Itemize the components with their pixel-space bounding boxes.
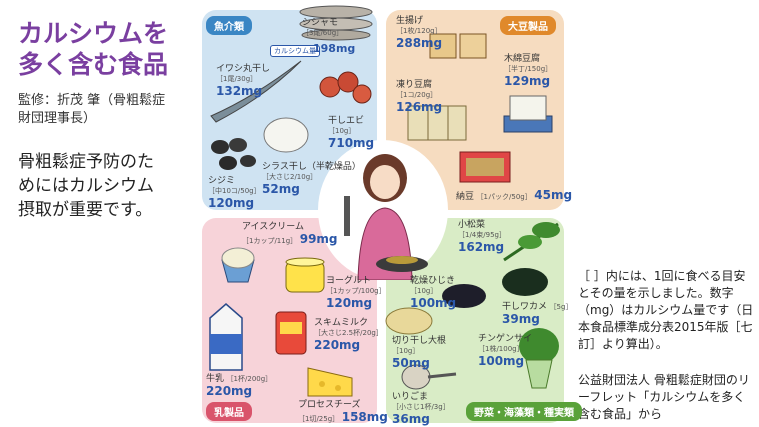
food-yogurt: ヨーグルト ［1カップ/100g］ 120mg: [326, 276, 386, 310]
food-shirasu: シラス干し（半乾燥品） ［大さじ2/10g］ 52mg: [262, 162, 361, 196]
source-credit: 公益財団法人 骨粗鬆症財団のリーフレット「カルシウムを多く含む食品」から: [578, 373, 750, 421]
food-ebi: 干しエビ ［10g］ 710mg: [328, 116, 375, 150]
chingensai-illustration: [519, 328, 559, 389]
calcium-amount-badge-value: 198mg: [313, 42, 356, 55]
panel-label-soy: 大豆製品: [500, 16, 556, 35]
food-cheese: プロセスチーズ ［1切/25g］ 158mg: [298, 400, 388, 424]
cheese-illustration: [307, 367, 353, 397]
namaage-illustration: [429, 33, 487, 59]
shishamo-illustration: [299, 5, 373, 41]
food-komatsuna: 小松菜 ［1/4束/95g］ 162mg: [458, 220, 506, 254]
shirasu-illustration: [263, 117, 309, 153]
panel-label-veg: 野菜・海藻類・種実類: [466, 402, 582, 421]
natto-illustration: [459, 151, 511, 183]
food-goma: いりごま ［小さじ1杯/3g］ 36mg: [392, 392, 450, 426]
food-namaage: 生揚げ ［1枚/120g］ 288mg: [396, 16, 443, 50]
milk-illustration: [209, 303, 243, 371]
food-shijimi: シジミ ［中10コ/50g］ 120mg: [208, 176, 261, 210]
ice-illustration: [221, 247, 255, 283]
page-title: カルシウムを 多く含む食品: [18, 19, 169, 79]
food-hijiki: 乾燥ひじき ［10g］ 100mg: [410, 276, 457, 310]
food-natto: 納豆 ［1パック/50g］ 45mg: [456, 188, 573, 202]
skim-illustration: [275, 311, 307, 355]
supervisor-credit: 監修：折茂 肇（骨粗鬆症 財団理事長）: [18, 93, 166, 126]
food-koya: 凍り豆腐 ［1コ/20g］ 126mg: [396, 80, 443, 114]
iwashi-illustration: [210, 60, 302, 123]
food-shishamo: シシャモ ［3尾/60g］: [302, 18, 344, 37]
calcium-amount-badge: カルシウム量: [270, 45, 320, 57]
komatsuna-illustration: [503, 222, 560, 262]
yogurt-illustration: [285, 257, 325, 293]
food-iwashi: イワシ丸干し ［1尾/30g］ 132mg: [216, 64, 271, 98]
panel-label-fish: 魚介類: [206, 16, 252, 35]
panel-label-milk: 乳製品: [206, 402, 252, 421]
food-ice: アイスクリーム ［1カップ/11g］ 99mg: [242, 222, 338, 246]
serving-note: ［ ］内には、1回に食べる目安とその量を示しました。数字（mg）はカルシウム量で…: [578, 269, 754, 351]
woman-cooking-illustration: [344, 154, 428, 280]
shijimi-illustration: [211, 138, 256, 170]
food-daikon: 切り干し大根 ［10g］ 50mg: [392, 336, 447, 370]
ebi-illustration: [319, 71, 372, 104]
food-chingensai: チンゲンサイ ［1株/100g］ 100mg: [478, 334, 533, 368]
koya-illustration: [407, 105, 467, 141]
food-momen: 木綿豆腐 ［半丁/150g］ 129mg: [504, 54, 553, 88]
momen-illustration: [503, 95, 553, 133]
lead-text: 骨粗鬆症予防のた めにはカルシウム 摂取が重要です。: [18, 152, 154, 220]
daikon-illustration: [385, 307, 433, 335]
goma-illustration: [401, 364, 457, 390]
food-skim: スキムミルク ［大さじ2.5杯/20g］ 220mg: [314, 318, 383, 352]
food-wakame: 干しワカメ ［5g］ 39mg: [502, 302, 573, 326]
hijiki-illustration: [442, 284, 486, 308]
food-milk: 牛乳 ［1杯/200g］ 220mg: [206, 374, 273, 398]
wakame-illustration: [502, 268, 548, 296]
